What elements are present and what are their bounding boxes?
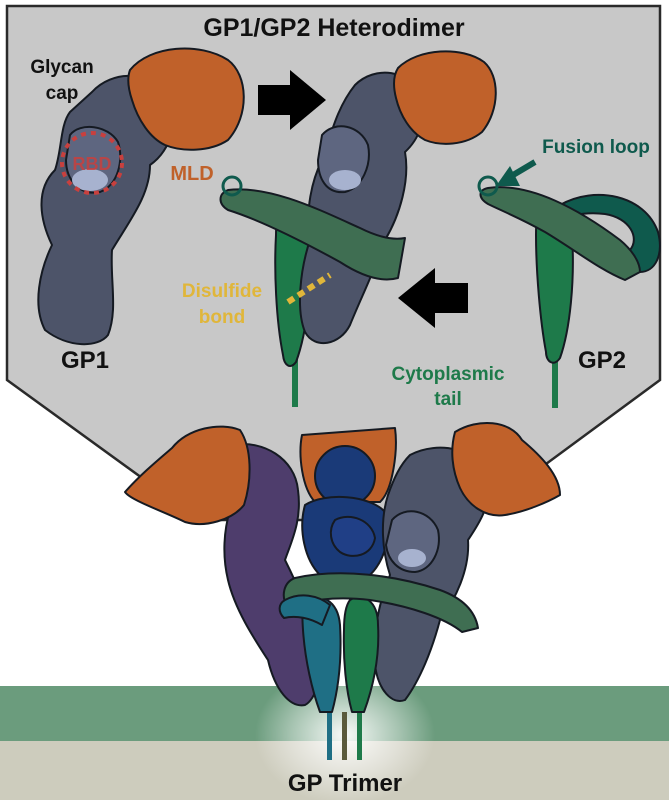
arrow-right-icon [258, 70, 326, 130]
trimer-teal-band [278, 594, 331, 626]
mld-label: MLD [170, 163, 213, 185]
center-gp1-rbd-pocket [329, 170, 361, 190]
arrow-left-icon [398, 268, 468, 328]
gp2-cytoplasmic-tail [552, 350, 558, 408]
trimer-teal-gp2 [301, 596, 342, 713]
mld-center [392, 50, 497, 145]
mld-left [127, 47, 245, 151]
trimer-right-rbd-pocket [398, 549, 426, 567]
mld-trimer-left [124, 425, 251, 526]
trimer-tail-olive [342, 712, 347, 760]
trimer-left-gp1 [223, 443, 322, 707]
mld-trimer-right [451, 422, 561, 517]
gp1-left [37, 47, 245, 346]
rbd-label: RBD [73, 154, 112, 174]
glycan-cap-label-2: cap [46, 83, 79, 104]
center-gp2-band [219, 188, 406, 281]
disulfide-label-2: bond [199, 307, 245, 328]
trimer-tail-green [357, 712, 362, 760]
gp-trimer [124, 422, 561, 760]
disulfide-bond-marker [286, 272, 332, 305]
glycan-cap-label-1: Glycan [30, 57, 93, 78]
gp2-right [477, 175, 661, 408]
center-cytoplasmic-tail [292, 355, 298, 407]
trimer-blue-rbd [329, 515, 376, 557]
cytoplasmic-label-1: Cytoplasmic [392, 364, 505, 385]
heterodimer-center [219, 50, 497, 407]
gp2-label: GP2 [578, 347, 626, 374]
cytoplasmic-label-2: tail [434, 389, 461, 410]
disulfide-label-1: Disulfide [182, 281, 262, 302]
center-fusion-loop [221, 175, 243, 197]
gp2-band [479, 186, 641, 281]
gp-trimer-label: GP Trimer [288, 770, 402, 797]
rbd-highlight [60, 131, 124, 195]
fusion-loop-arrowhead-icon [496, 166, 520, 186]
fusion-loop-label: Fusion loop [542, 137, 650, 158]
gp1-rbd-pocket [72, 169, 108, 191]
panel-title: GP1/GP2 Heterodimer [203, 14, 464, 42]
gp1-label: GP1 [61, 347, 109, 374]
trimer-tail-teal [327, 712, 332, 760]
trimer-green-stem [342, 596, 380, 713]
